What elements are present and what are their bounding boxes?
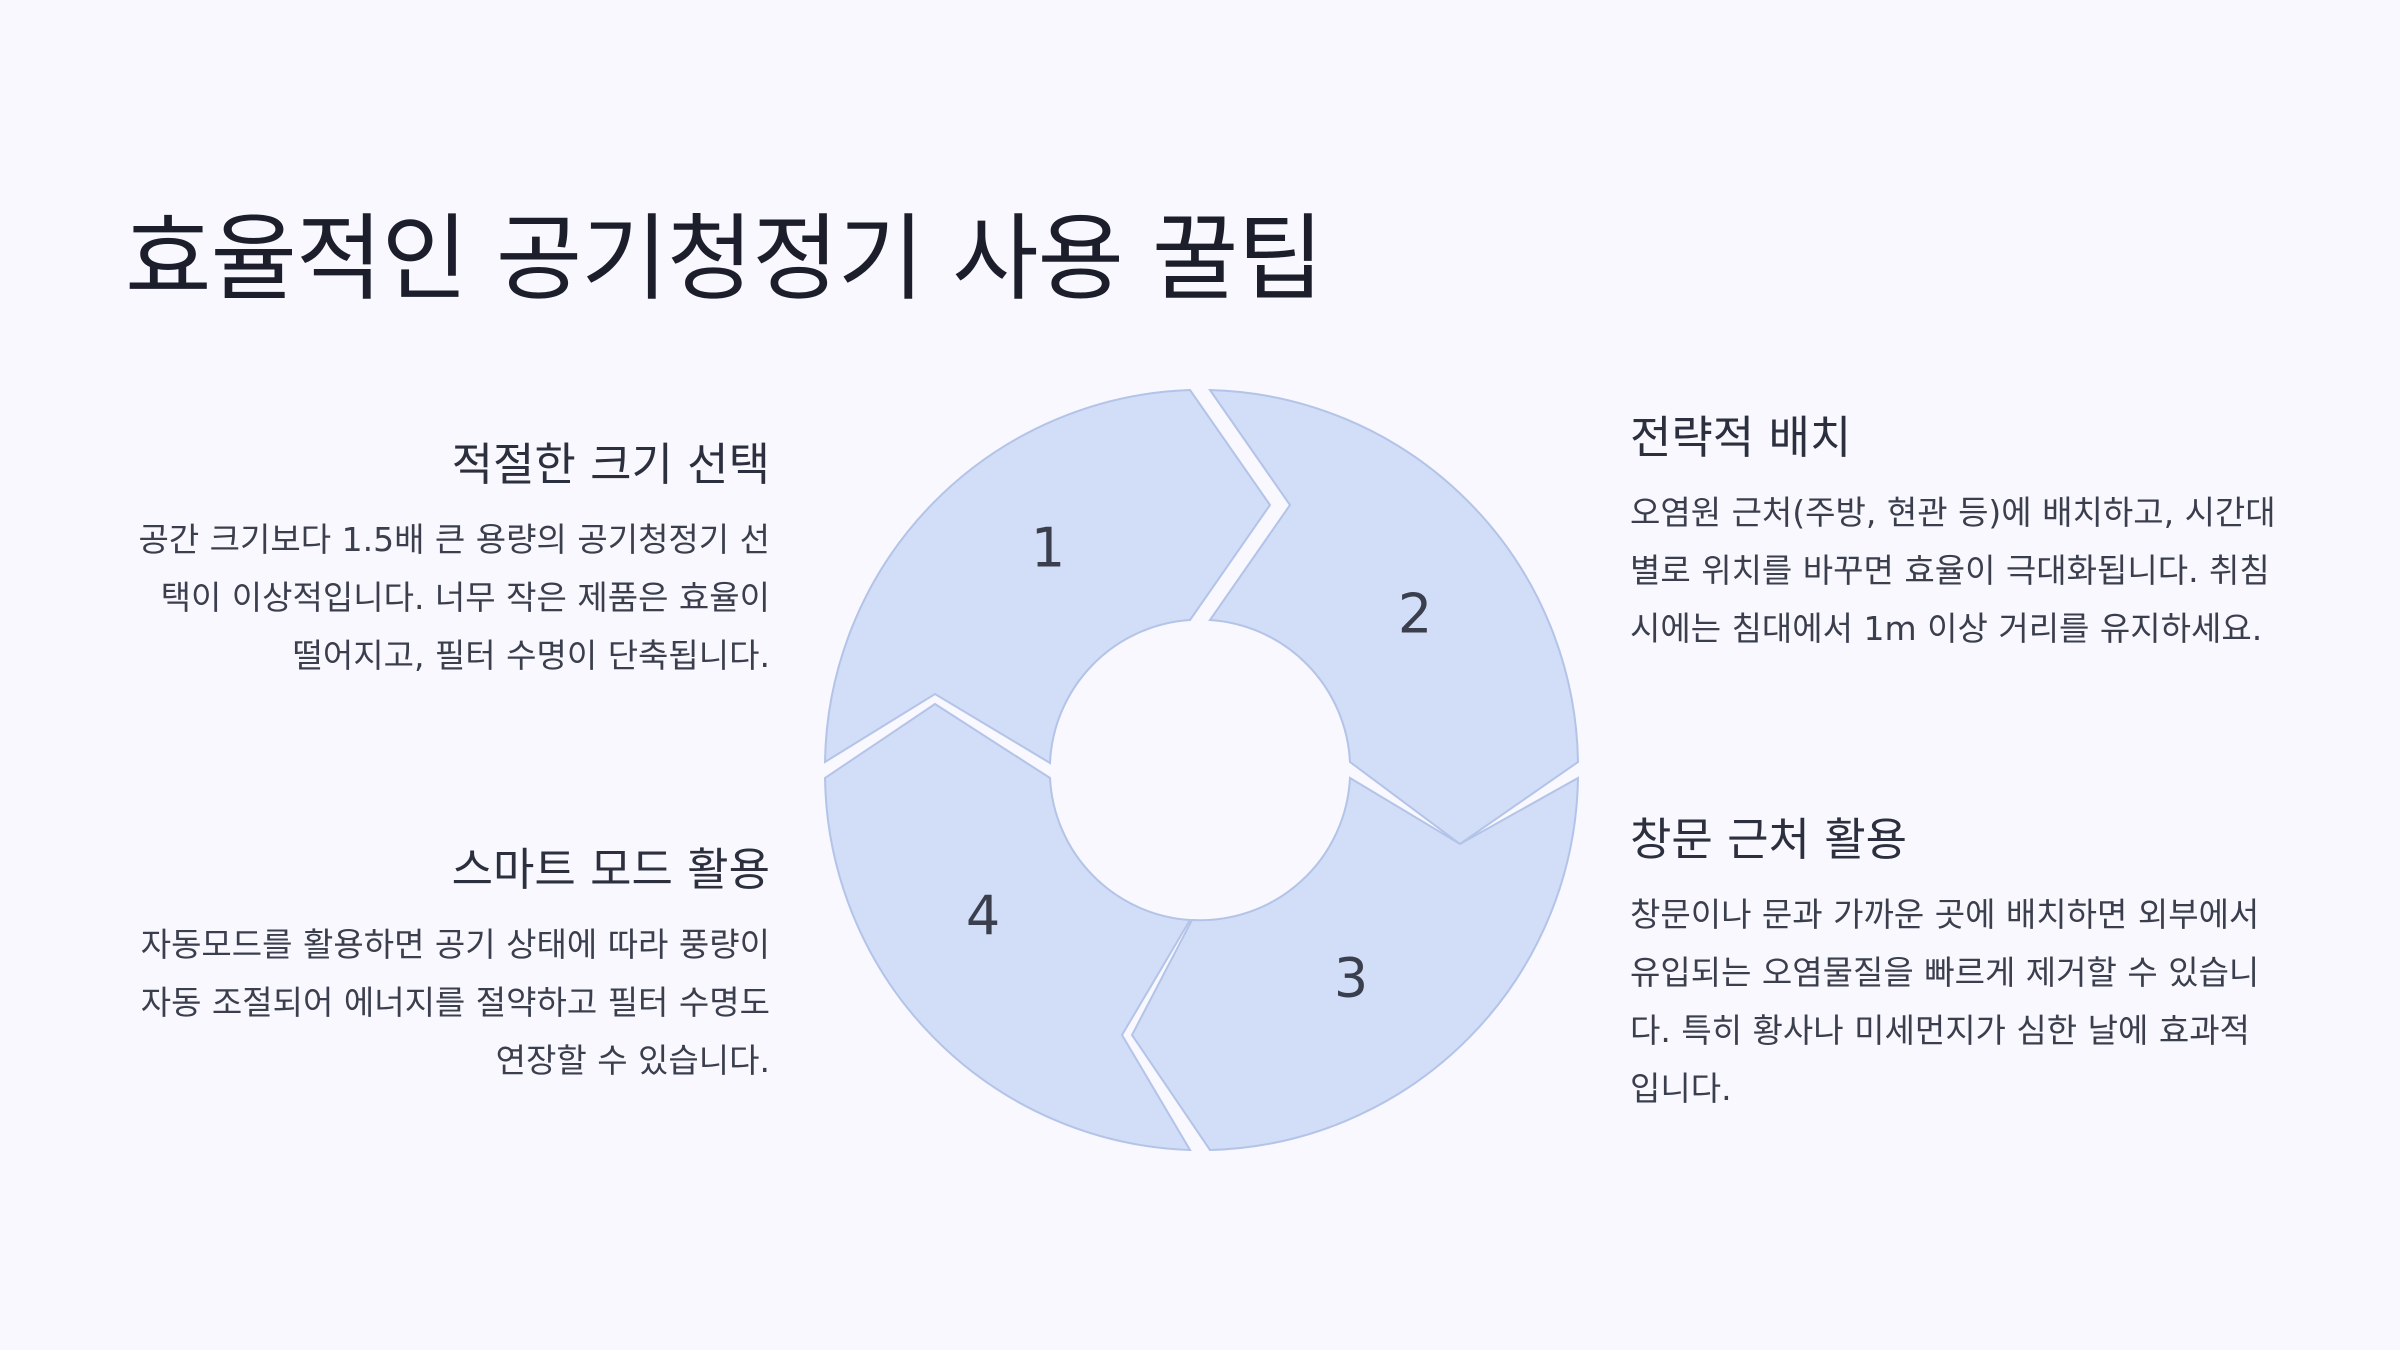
cycle-segment-2: 2 [1208, 388, 1580, 846]
tip-heading-window: 창문 근처 활용 [1630, 813, 1908, 866]
cycle-diagram: 1 2 3 4 [823, 388, 1580, 1152]
cycle-segment-4: 4 [823, 702, 1192, 1152]
cycle-number-4: 4 [966, 885, 1000, 948]
cycle-number-3: 3 [1334, 947, 1368, 1010]
cycle-segment-3: 3 [1130, 776, 1580, 1152]
tip-block-smart-mode: 스마트 모드 활용 자동모드를 활용하면 공기 상태에 따라 풍량이 자동 조절… [120, 840, 770, 1090]
tip-body-smart-mode: 자동모드를 활용하면 공기 상태에 따라 풍량이 자동 조절되어 에너지를 절약… [140, 925, 770, 1080]
page-title: 효율적인 공기청정기 사용 꿀팁 [125, 205, 1324, 314]
cycle-segment-1: 1 [823, 388, 1272, 765]
tip-body-size: 공간 크기보다 1.5배 큰 용량의 공기청정기 선택이 이상적입니다. 너무 … [138, 520, 770, 675]
cycle-number-1: 1 [1031, 517, 1065, 580]
tip-body-placement: 오염원 근처(주방, 현관 등)에 배치하고, 시간대별로 위치를 바꾸면 효율… [1630, 493, 2276, 648]
tip-block-placement: 전략적 배치 오염원 근처(주방, 현관 등)에 배치하고, 시간대별로 위치를… [1630, 408, 2280, 658]
cycle-number-2: 2 [1398, 583, 1432, 646]
tip-heading-placement: 전략적 배치 [1630, 411, 1852, 464]
tip-heading-size: 적절한 크기 선택 [451, 438, 770, 491]
tip-body-window: 창문이나 문과 가까운 곳에 배치하면 외부에서 유입되는 오염물질을 빠르게 … [1630, 895, 2260, 1108]
tip-block-size: 적절한 크기 선택 공간 크기보다 1.5배 큰 용량의 공기청정기 선택이 이… [120, 435, 770, 685]
tip-block-window: 창문 근처 활용 창문이나 문과 가까운 곳에 배치하면 외부에서 유입되는 오… [1630, 810, 2280, 1118]
tip-heading-smart-mode: 스마트 모드 활용 [451, 843, 770, 896]
